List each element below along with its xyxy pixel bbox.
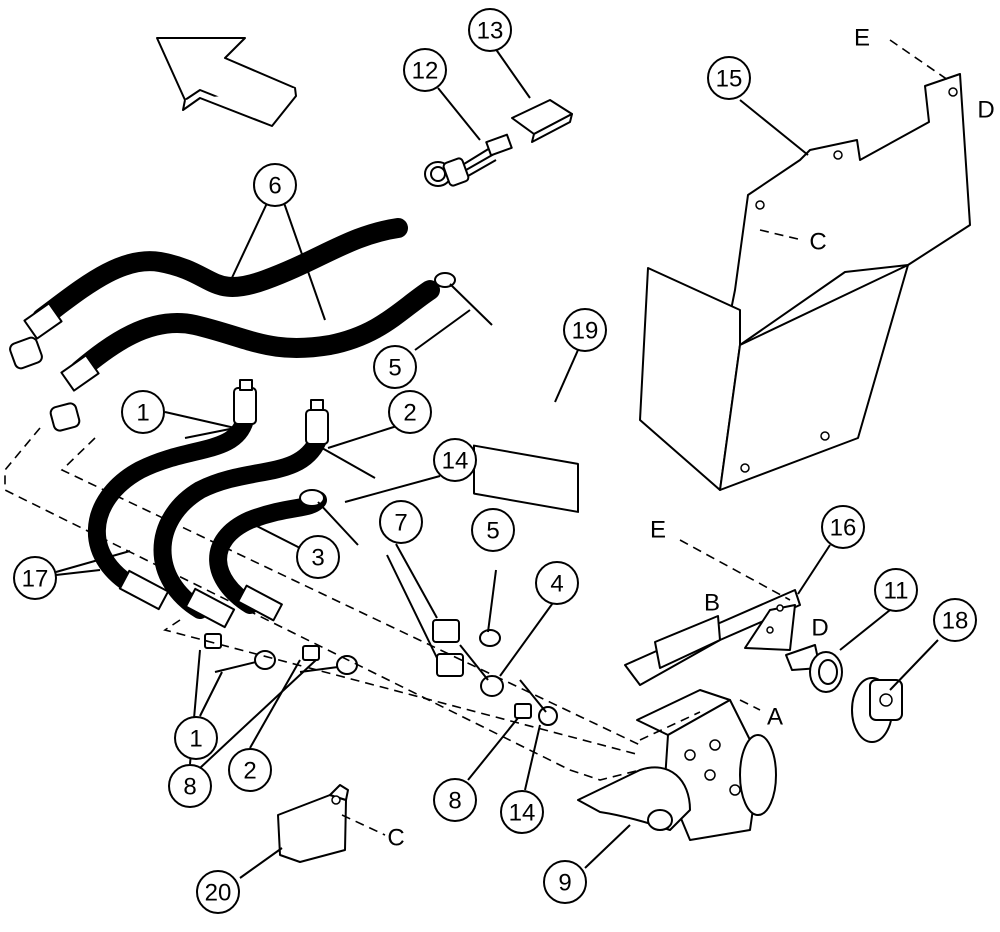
callout-bubbles: 6 12 13 15 5 19 1 2 14 3 7 5 4 16 11 18 …: [13, 8, 977, 914]
hose-6-lower: [49, 280, 440, 432]
callout-8-left: 8: [168, 764, 212, 808]
callout-19: 19: [563, 308, 607, 352]
letter-d-top: D: [977, 97, 994, 124]
svg-text:6: 6: [268, 173, 281, 200]
callout-5-upper: 5: [373, 345, 417, 389]
callout-1-lower: 1: [174, 716, 218, 760]
decal-19: [473, 444, 579, 513]
connector-12: [424, 133, 513, 187]
svg-text:14: 14: [442, 448, 469, 475]
callout-14-upper: 14: [433, 438, 477, 482]
svg-text:8: 8: [448, 788, 461, 815]
svg-text:1: 1: [189, 726, 202, 753]
callout-2-upper: 2: [388, 390, 432, 434]
svg-text:18: 18: [942, 608, 969, 635]
callout-18: 18: [933, 598, 977, 642]
svg-text:3: 3: [311, 545, 324, 572]
svg-text:2: 2: [243, 758, 256, 785]
callout-16: 16: [821, 505, 865, 549]
svg-text:12: 12: [412, 58, 439, 85]
callout-12: 12: [403, 48, 447, 92]
callout-15: 15: [707, 56, 751, 100]
callout-leaders: [55, 47, 939, 879]
letter-e-mid: E: [650, 517, 666, 544]
clamp-parts: [184, 272, 558, 726]
svg-text:13: 13: [477, 18, 504, 45]
callout-5-lower: 5: [471, 508, 515, 552]
svg-text:7: 7: [394, 510, 407, 537]
svg-text:16: 16: [830, 515, 857, 542]
callout-9: 9: [543, 860, 587, 904]
cover-20: [277, 784, 349, 863]
callout-3: 3: [296, 535, 340, 579]
callout-8-right: 8: [433, 778, 477, 822]
svg-text:17: 17: [22, 566, 49, 593]
hose-17-middle: [153, 399, 329, 629]
svg-text:15: 15: [716, 66, 743, 93]
coupler-11: [785, 644, 843, 693]
callout-11: 11: [874, 568, 918, 612]
direction-arrow-icon: [156, 37, 297, 127]
svg-text:5: 5: [388, 355, 401, 382]
callout-14-lower: 14: [500, 790, 544, 834]
motor-9: [577, 689, 777, 841]
hose-3: [209, 489, 327, 622]
callout-1-upper: 1: [121, 390, 165, 434]
letter-e-top: E: [854, 25, 870, 52]
callout-7: 7: [379, 500, 423, 544]
letter-c-top: C: [809, 229, 826, 256]
letter-a: A: [767, 704, 783, 731]
callout-6: 6: [253, 163, 297, 207]
reference-letters: E D C E B D A C: [387, 25, 994, 852]
svg-text:2: 2: [403, 400, 416, 427]
callout-20: 20: [196, 870, 240, 914]
svg-text:19: 19: [572, 318, 599, 345]
callout-2-lower: 2: [228, 748, 272, 792]
callout-13: 13: [468, 8, 512, 52]
svg-text:4: 4: [550, 571, 563, 598]
svg-text:20: 20: [205, 880, 232, 907]
callout-17: 17: [13, 556, 57, 600]
bracket-16: [624, 589, 801, 686]
connector-13: [511, 99, 573, 143]
fittings: [204, 619, 532, 719]
dashed-reference-lines: [4, 39, 949, 836]
letter-c-bottom: C: [387, 825, 404, 852]
letter-b: B: [704, 590, 720, 617]
letter-d-mid: D: [811, 615, 828, 642]
hose-6-upper: [9, 218, 408, 370]
svg-text:8: 8: [183, 774, 196, 801]
svg-text:5: 5: [486, 518, 499, 545]
svg-text:11: 11: [884, 578, 909, 605]
callout-4: 4: [535, 561, 579, 605]
svg-text:9: 9: [558, 870, 571, 897]
coupler-18: [851, 677, 903, 743]
svg-text:1: 1: [136, 400, 149, 427]
shield-15: [639, 73, 971, 491]
svg-text:14: 14: [509, 800, 536, 827]
